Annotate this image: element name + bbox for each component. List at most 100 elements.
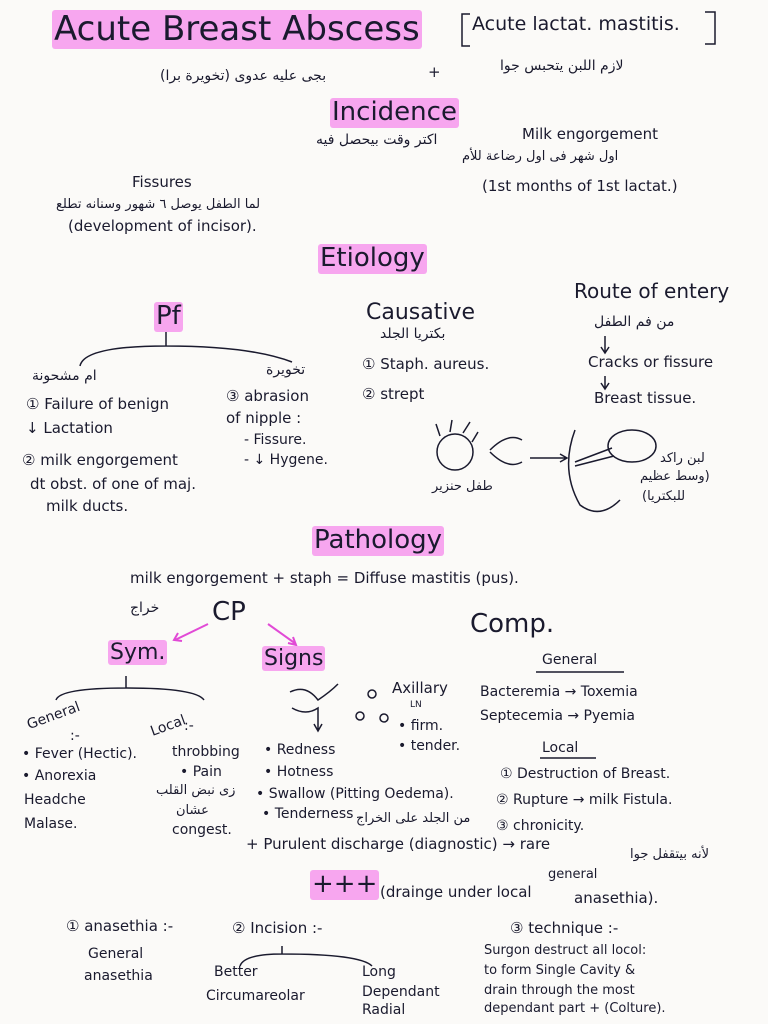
comp-general-label: General [542,652,598,668]
baby-head-sketch [436,433,474,471]
pf-abrasion-3: - Fissure. [244,432,307,448]
pf-right-arabic: تخويرة [266,362,306,378]
lymph-node-3 [379,713,389,723]
incidence-heading: Incidence [330,97,459,128]
incision-right-1: Long [362,964,396,980]
route-cracks: Cracks or fissure [588,353,714,371]
lymph-node-1 [367,689,377,699]
route-arrow-2 [600,376,610,391]
baby-mouth-sketch [489,436,523,466]
pf-branch [79,332,293,367]
title-arabic-left: بجى عليه عدوى (تخويرة برا) [160,68,327,84]
comp-general-1: Bacteremia → Toxemia [480,684,638,700]
main-title: Acute Breast Abscess [52,9,422,50]
incidence-fissures-detail: (development of incisor). [68,217,257,235]
cp-arabic: خراج [130,600,160,616]
purulent-arabic: لأنه بيتقفل جوا [630,847,710,862]
comp-local-label: Local [542,740,579,756]
sym-local-1: throbbing [172,744,240,760]
pf-item-3: ② milk engorgement [22,451,178,469]
pf-left-arabic: ام مشحونة [32,368,97,384]
route-tissue: Breast tissue. [594,389,697,407]
treatment-drainage-tail: anasethia). [574,889,659,907]
incision-right-2: Dependant [362,984,440,1000]
sym-local-2: • Pain [180,764,222,780]
causative-heading: Causative [366,300,476,325]
axillary-label: Axillary [392,679,448,697]
cp-arrow-signs [267,623,298,647]
anaesthesia-item-2: anasethia [84,968,153,984]
pf-item-2: ↓ Lactation [26,419,113,437]
incidence-arabic: اكتر وقت بيحصل فيه [316,132,438,148]
pf-item-4: dt obst. of one of maj. [30,475,196,493]
incidence-milk-arabic: اول شهر فى اول رضاعة للأم [462,149,619,164]
technique-line-2: to form Single Cavity & [484,963,636,978]
milk-caption-2: (وسط عظيم [640,469,710,484]
incidence-milk-detail: (1st months of 1st lactat.) [482,177,678,195]
cp-heading: CP [212,597,246,627]
sym-local-4: عشان [176,803,209,818]
pf-abrasion-2: of nipple : [226,409,302,427]
route-arrow-1 [600,336,610,355]
comp-local-3: ③ chronicity. [496,818,585,834]
comp-heading: Comp. [470,609,555,639]
route-heading: Route of entery [574,279,730,303]
anaesthesia-item-1: General [88,946,144,962]
sym-general-3: Headche [24,792,86,808]
signs-breast-sketch [289,683,339,702]
treatment-drainage-general: general [548,867,598,882]
title-open-bracket [461,13,470,47]
sym-branch [55,676,205,701]
treatment-symbol: +++ [310,869,380,900]
technique-line-4: dependant part + (Colture). [484,1001,666,1016]
signs-arabic-note: من الجلد على الخراج [356,811,471,826]
signs-item-3: • Swallow (Pitting Oedema). [256,786,454,802]
comp-general-2: Septecemia → Pyemia [480,708,635,724]
sym-general-2: • Anorexia [22,768,97,784]
pf-abrasion-4: - ↓ Hygene. [244,452,328,468]
route-arabic: من فم الطفل [594,314,675,330]
signs-item-4: • Tenderness [262,806,354,822]
pf-heading: Pf [154,301,183,332]
sym-local-3: زى نبض القلب [156,783,236,798]
technique-heading: ③ technique :- [510,919,619,937]
pf-item-1: ① Failure of benign [26,395,170,413]
sym-general-1: • Fever (Hectic). [22,746,138,762]
signs-arrow [291,706,323,733]
incision-left-2: Circumareolar [206,988,305,1004]
incidence-milk-engorgement: Milk engorgement [522,125,659,143]
title-plus: + [428,63,441,81]
incidence-fissures-arabic: لما الطفل يوصل ٦ شهور وسنانه تطلع [56,197,261,212]
baby-breast-arrow [530,453,569,463]
incision-heading: ② Incision :- [232,919,323,937]
milk-caption-1: لبن راكد [660,451,705,466]
baby-caption: طفل حنزير [432,479,493,494]
anaesthesia-heading: ① anasethia :- [66,917,174,935]
technique-line-3: drain through the most [484,983,635,998]
signs-item-2: • Hotness [264,764,334,780]
breast-sketch [567,429,621,513]
signs-item-1: • Redness [264,742,336,758]
sym-local-5: congest. [172,822,232,838]
axillary-ln: LN [410,700,422,710]
title-arabic-right: لازم اللبن يتحبس جوا [500,58,624,74]
sym-heading: Sym. [108,640,168,666]
pf-item-5: milk ducts. [46,497,129,515]
axillary-firm: • firm. [398,718,444,734]
pf-abrasion-1: ③ abrasion [226,387,309,405]
baby-hair-sketch [435,419,479,443]
causative-item-2: ② strept [362,385,425,403]
milk-sac-sketch [607,429,657,463]
incidence-fissures: Fissures [132,173,192,191]
pathology-heading: Pathology [312,525,445,556]
causative-item-1: ① Staph. aureus. [362,355,490,373]
sym-general-colon: :- [70,728,80,744]
comp-local-2: ② Rupture → milk Fistula. [496,792,673,808]
lymph-node-2 [355,711,365,721]
etiology-heading: Etiology [318,243,427,274]
signs-heading: Signs [262,646,326,672]
comp-local-1: ① Destruction of Breast. [500,766,671,782]
duct-sketch [574,447,615,467]
incision-right-3: Radial [362,1002,406,1018]
